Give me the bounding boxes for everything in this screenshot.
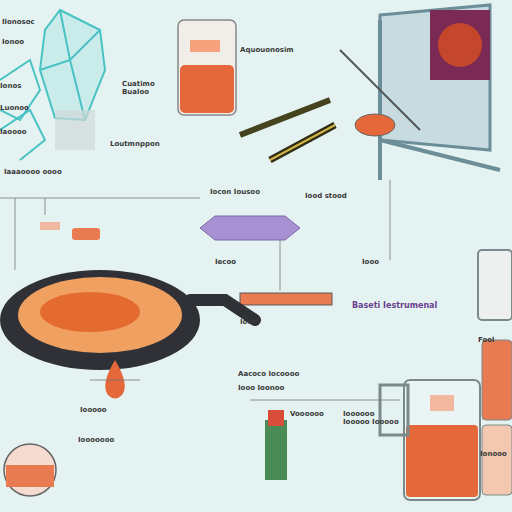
label-text: Ionos xyxy=(0,82,40,90)
label-text: Aacoco Iocoooo xyxy=(238,370,328,378)
crystal-base xyxy=(55,110,95,150)
colored-strip xyxy=(240,293,332,305)
beaker xyxy=(478,250,512,320)
droplet xyxy=(105,360,125,399)
label-text: Iooo xyxy=(240,318,280,326)
leader-line xyxy=(0,180,400,400)
blender-jar xyxy=(380,380,480,500)
label-text: Ilonosoc xyxy=(2,18,62,26)
beaker xyxy=(482,425,512,495)
label-text: Cuatimo Bualoo xyxy=(122,80,172,96)
glass-rod xyxy=(270,125,335,160)
label-text: Iood stood xyxy=(305,192,365,200)
frying-pan xyxy=(0,270,255,370)
label-text: Iecoo xyxy=(215,258,255,266)
vial xyxy=(40,222,60,230)
label-text: Aquouonosim xyxy=(240,46,320,54)
label-text: Loutmnppon xyxy=(110,140,170,148)
label-text: Iooo xyxy=(362,258,402,266)
beaker xyxy=(482,340,512,420)
label-text: Voooooo xyxy=(290,410,335,418)
label-text: Iocon Iousoo xyxy=(210,188,280,196)
label-text: Iooooooo xyxy=(78,436,148,444)
label-text: Baseti Iestrumenal xyxy=(352,302,452,310)
test-tube-cap xyxy=(268,410,284,426)
crystal-illustration xyxy=(0,10,105,160)
vial xyxy=(72,228,100,240)
label-text: Iaaaoooo oooo xyxy=(4,168,94,176)
test-tube xyxy=(265,420,287,480)
label-text: Luonoo xyxy=(0,104,45,112)
round-flask xyxy=(4,444,56,496)
label-text: Ionooo xyxy=(480,450,512,458)
petri-dish xyxy=(355,114,395,136)
label-text: Iooooo xyxy=(80,406,140,414)
purple-hexagon xyxy=(200,216,300,240)
frame-apparatus xyxy=(340,5,500,180)
label-text: Iooo Ioonoo xyxy=(238,384,328,392)
beaker-illustration xyxy=(178,20,236,115)
label-text: Ioooooo Iooooo Iooooo xyxy=(343,410,403,426)
glass-rod xyxy=(270,125,335,160)
label-text: Fool xyxy=(478,336,512,344)
label-text: Iaoooo xyxy=(0,128,45,136)
label-text: Ionoo xyxy=(2,38,42,46)
glass-rod xyxy=(240,100,330,135)
